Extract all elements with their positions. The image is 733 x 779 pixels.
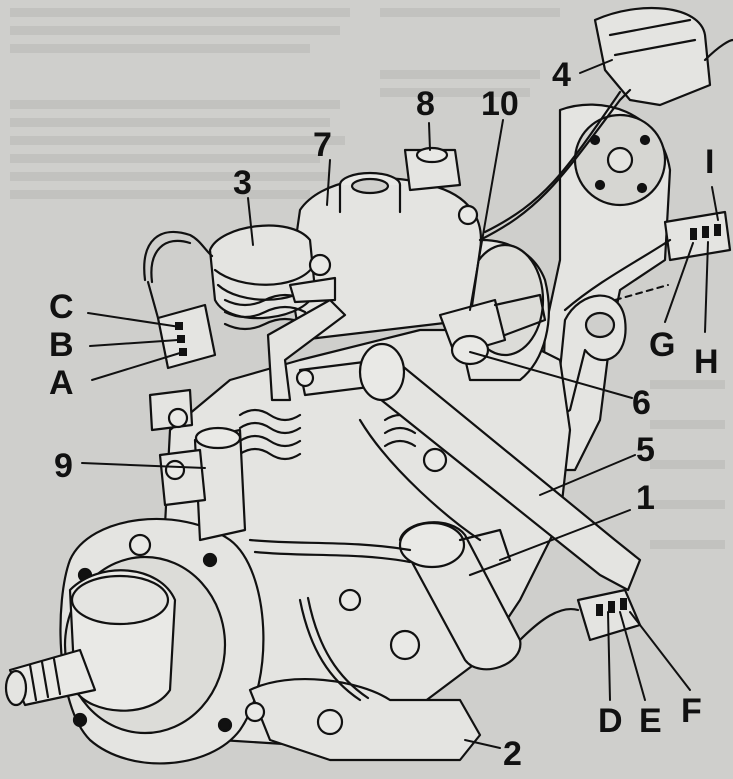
cover-3 — [208, 224, 317, 320]
callout-D: D — [598, 702, 623, 740]
left-fittings — [148, 388, 207, 507]
callout-F: F — [681, 692, 702, 730]
callout-5: 5 — [636, 431, 655, 469]
leader-7 — [326, 159, 331, 206]
callout-6: 6 — [632, 384, 651, 422]
callout-10: 10 — [481, 85, 519, 123]
wire-harness-top — [478, 88, 632, 242]
callout-4: 4 — [552, 56, 571, 94]
callout-H: H — [694, 343, 719, 381]
background-page-text-haze — [10, 8, 725, 549]
banjo-6 — [450, 334, 490, 366]
leader-10 — [469, 119, 504, 311]
leader-8 — [428, 122, 431, 151]
wire-to-abc — [143, 230, 214, 282]
callout-E: E — [639, 702, 662, 740]
connector-ghi — [663, 210, 732, 262]
leader-A — [91, 352, 181, 381]
leader-1 — [499, 509, 631, 561]
leader-I — [711, 186, 719, 221]
leader-D — [607, 611, 611, 701]
wire-to-def — [518, 607, 580, 642]
leader-H — [704, 241, 709, 333]
dashed-leader — [614, 284, 669, 301]
leader-9 — [81, 462, 206, 469]
callout-A: A — [49, 364, 74, 402]
leader-C — [87, 312, 181, 328]
callout-3: 3 — [233, 164, 252, 202]
leader-F — [629, 611, 691, 691]
leader-B — [89, 339, 179, 347]
leader-5 — [539, 454, 636, 496]
callout-8: 8 — [416, 85, 435, 123]
callout-9: 9 — [54, 447, 73, 485]
leader-lines — [81, 59, 719, 749]
wire-to-ghi — [563, 238, 672, 312]
callout-7: 7 — [313, 126, 332, 164]
callout-I: I — [705, 143, 715, 181]
connector-abc — [156, 303, 217, 370]
leader-2 — [464, 739, 501, 749]
wiring — [143, 38, 733, 702]
leader-G — [664, 242, 694, 323]
callout-C: C — [49, 288, 74, 326]
callout-1: 1 — [636, 479, 655, 517]
governor-spring-lower — [238, 408, 302, 461]
callout-2: 2 — [503, 735, 522, 773]
connector-4 — [593, 6, 712, 107]
callout-B: B — [49, 326, 74, 364]
leader-6 — [469, 351, 633, 399]
lower-bracket-2 — [248, 677, 482, 762]
leader-4 — [579, 59, 613, 74]
leader-E — [619, 611, 646, 701]
callout-G: G — [649, 326, 676, 364]
leader-3 — [247, 197, 254, 246]
